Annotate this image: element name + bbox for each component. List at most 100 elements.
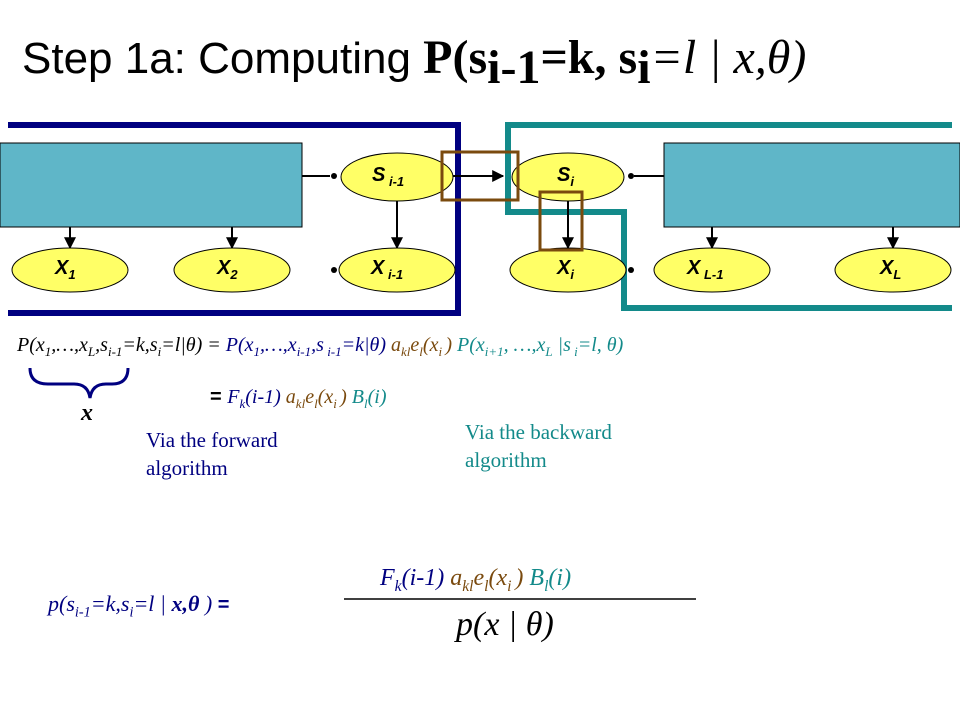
final-numerator: Fk(i-1) aklel(xi ) Bl(i): [380, 565, 571, 596]
eq2-a: a: [285, 386, 296, 408]
final-lhs-f: ): [199, 591, 218, 616]
eq1-mid-e: (x: [422, 334, 439, 356]
final-lhs-d: i: [129, 604, 134, 621]
eq2-Bi: (i): [367, 386, 387, 408]
final-lhs-theta: θ: [187, 591, 200, 616]
eq1-fwd-d: i-1: [296, 344, 312, 359]
eq1-lhs-f: i-1: [107, 344, 123, 359]
page-title: Step 1a: Computing P(si-1=k, si=l | x,θ): [22, 30, 806, 95]
eq1-bwd-c: , …,x: [503, 334, 546, 356]
final-num-a: a: [450, 565, 463, 591]
title-theta: ,θ): [754, 31, 807, 84]
eq1-bwd-g: =l,: [577, 334, 607, 356]
eq1-lhs-a: P(x: [17, 334, 45, 356]
eq1-mid-d: l: [419, 344, 423, 359]
eq1-fwd-a: P(x: [225, 334, 254, 356]
label-s-prev-base: S: [372, 164, 386, 186]
eq1-mid-a: a: [386, 334, 402, 356]
label-s-i: Si: [557, 164, 574, 189]
eq1-lhs-j: ) =: [195, 334, 226, 356]
eq1-lhs-h: i: [157, 344, 162, 359]
dots-left-top: [331, 173, 337, 179]
eq1-lhs-theta: θ: [185, 334, 196, 356]
label-x2-base: X: [217, 257, 231, 279]
eq1-lhs-g: =k,s: [122, 334, 158, 356]
label-x-L-sub: L: [893, 267, 902, 282]
final-lhs-c: =k,s: [90, 591, 130, 616]
eq1-fwd-g: =k|: [341, 334, 370, 356]
right-hidden-chain-box: [663, 142, 960, 228]
eq1-backward-term: P(xi+1, …,xL |s i=l, θ): [457, 334, 624, 359]
final-num-e: e: [473, 565, 485, 591]
title-prefix: Step 1a: Computing: [22, 34, 424, 83]
eq1-forward-term: P(x1,…,xi-1,s i-1=k|θ): [225, 334, 386, 359]
eq2-F: F: [227, 386, 240, 408]
eq1-bwd-d: L: [545, 344, 553, 359]
final-num-k: k: [394, 577, 402, 595]
label-s-prev: S i-1: [372, 164, 404, 189]
eq1-mid-f: i: [438, 344, 446, 359]
label-x-i-base: X: [557, 257, 571, 279]
label-x-L-base: X: [880, 257, 894, 279]
eq1-lhs-i: =l|: [161, 334, 186, 356]
eq1-lhs: P(x1,…,xL,si-1=k,si=l|θ) =: [17, 334, 226, 359]
eq1-fwd-theta: θ: [369, 334, 380, 356]
node-x-L1: [653, 247, 771, 293]
label-x-L1-sub: L-1: [700, 267, 724, 282]
node-s-prev: [340, 152, 454, 202]
equation-decomposition: P(x1,…,xL,si-1=k,si=l|θ) = P(x1,…,xi-1,s…: [17, 334, 623, 360]
eq1-bwd-b: i+1: [484, 344, 504, 359]
title-sub-i1: i-1: [487, 40, 541, 94]
node-x1: [11, 247, 129, 293]
final-num-Bl: l: [544, 577, 549, 595]
eq1-fwd-f: i-1: [323, 344, 342, 359]
title-sub-i: i: [637, 40, 651, 94]
title-x: x: [733, 31, 755, 84]
final-num-i: (i-1): [401, 565, 451, 591]
note-forward: Via the forward algorithm: [146, 428, 278, 480]
eq1-bwd-f: i: [570, 344, 578, 359]
eq1-bwd-h: ): [616, 334, 624, 356]
label-x-prev: X i-1: [371, 257, 403, 282]
final-num-x: (x: [488, 565, 508, 591]
eq2-equals: =: [210, 386, 228, 408]
highlight-transition-box: [440, 150, 520, 202]
eq2-Fi: (i-1): [245, 386, 286, 408]
label-x1-sub: 1: [68, 267, 76, 282]
label-s-prev-sub: i-1: [385, 174, 405, 189]
eq2-x: (x: [317, 386, 334, 408]
final-num-F: F: [380, 565, 395, 591]
final-denominator: p(x | θ): [456, 606, 554, 643]
title-p: P(s: [423, 31, 488, 84]
eq1-middle-term: aklel(xi ): [386, 334, 457, 359]
eq1-mid-b: kl: [401, 344, 411, 359]
eq1-lhs-e: ,s: [95, 334, 108, 356]
node-x-prev: [338, 247, 456, 293]
label-x-L1: X L-1: [687, 257, 723, 282]
label-x-L1-base: X: [687, 257, 701, 279]
brace-label: x: [81, 400, 93, 426]
eq2-Fk: k: [239, 396, 246, 411]
final-num-middle: aklel(xi ): [450, 565, 529, 595]
eq1-lhs-b: 1: [44, 344, 52, 359]
dots-right-bottom: [628, 267, 634, 273]
forward-region-border: [8, 122, 461, 316]
eq1-bwd-e: |s: [552, 334, 571, 356]
final-lhs-a: p(s: [48, 591, 75, 616]
label-x2: X2: [217, 257, 238, 282]
eq2-forward: Fk(i-1): [227, 386, 286, 411]
eq1-lhs-c: ,…,x: [51, 334, 88, 356]
final-lhs: p(si-1=k,si=l | x,θ ) =: [48, 591, 229, 621]
backward-region-border: [505, 122, 952, 311]
final-lhs-e: =l |: [133, 591, 172, 616]
label-x-L: XL: [880, 257, 901, 282]
highlight-emission-box: [538, 190, 584, 252]
final-num-backward: Bl(i): [529, 565, 572, 595]
final-lhs-b: i-1: [74, 604, 91, 621]
label-x-i: Xi: [557, 257, 574, 282]
eq1-lhs-d: L: [87, 344, 96, 359]
eq2-xi: i: [333, 396, 341, 411]
final-num-l: l: [484, 577, 489, 595]
final-num-Bi: (i): [548, 565, 572, 591]
dots-right-top: [628, 173, 634, 179]
